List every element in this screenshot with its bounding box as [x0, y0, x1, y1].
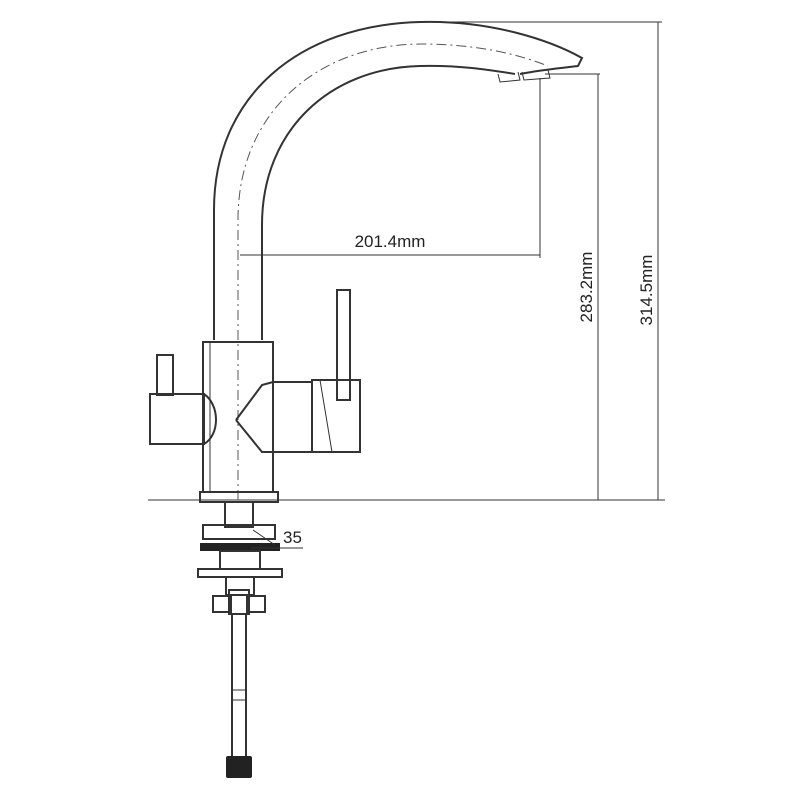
hose-connector	[226, 756, 252, 778]
faucet-body	[149, 289, 361, 503]
right-handle	[336, 289, 351, 401]
spout-height-label: 283.2mm	[577, 252, 596, 323]
dimension-mount: 35	[250, 528, 303, 549]
dimension-total-height: 314.5mm	[420, 21, 662, 500]
dimension-spout-height: 283.2mm	[545, 73, 600, 500]
mount-label: 35	[283, 528, 302, 547]
dimension-reach: 201.4mm	[240, 78, 541, 258]
left-handle	[156, 354, 174, 396]
reach-label: 201.4mm	[355, 232, 426, 251]
mounting-hardware	[197, 501, 283, 778]
spout	[213, 20, 584, 500]
rubber-gasket	[200, 543, 280, 551]
total-height-label: 314.5mm	[637, 255, 656, 326]
